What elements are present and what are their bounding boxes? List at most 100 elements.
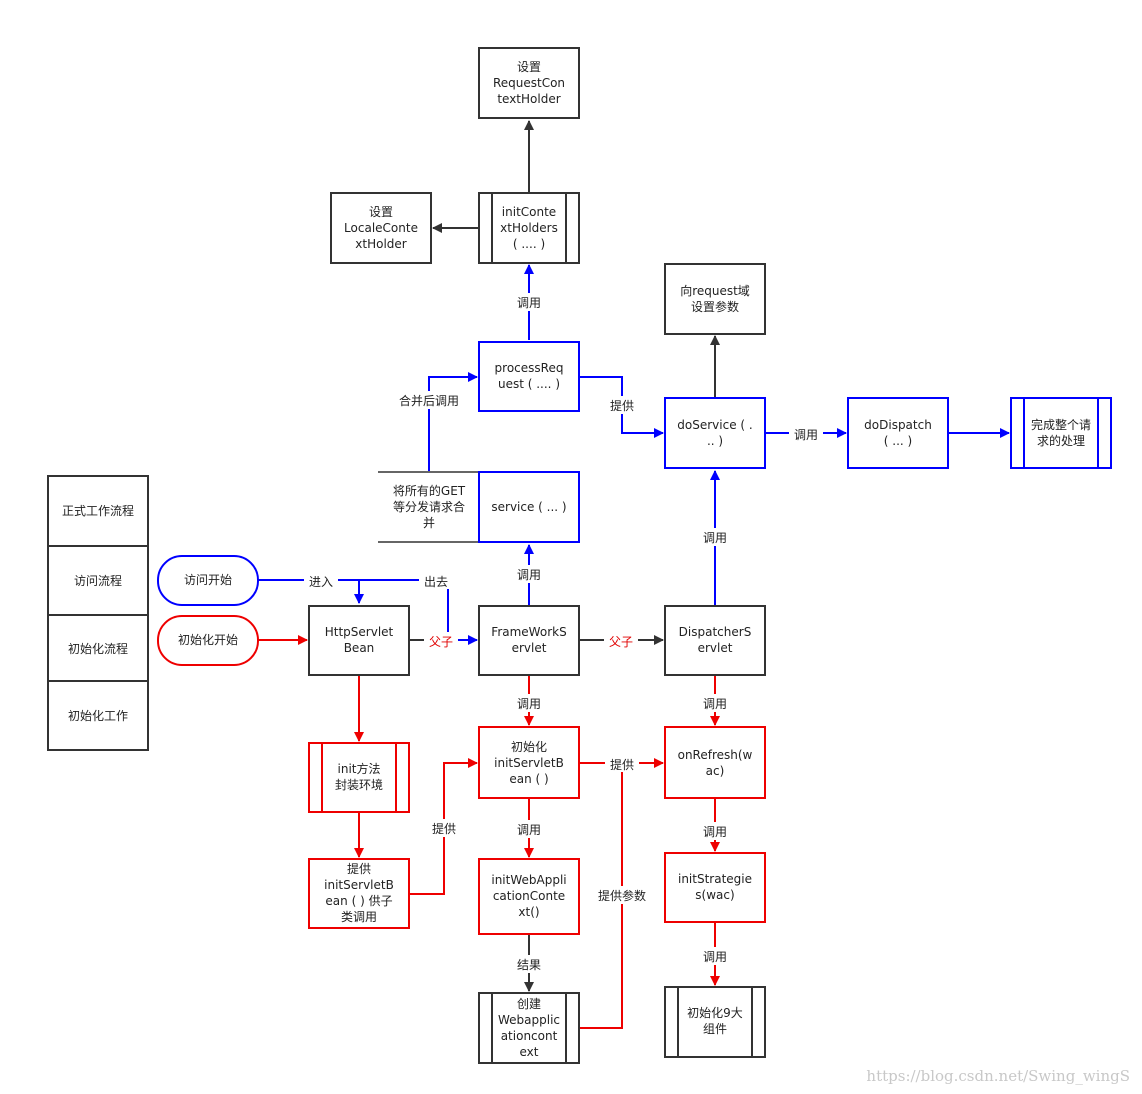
- legend-access-flow: 访问流程: [74, 573, 122, 588]
- edge-label-provide-params: 提供参数: [598, 888, 646, 903]
- init-nine-box: [664, 986, 766, 1058]
- label-line: cationConte: [493, 889, 565, 903]
- legend: [47, 475, 149, 751]
- label-line: ( .... ): [513, 237, 545, 251]
- label-line: RequestCon: [493, 76, 565, 90]
- edge-labels: 调用 合并后调用 提供 调用 调用 调用 进入 出去 父子 父子 调用 调用 提…: [304, 293, 823, 973]
- edge-label-provide-3: 提供: [610, 757, 634, 772]
- create-web-app-ctx-box: [478, 992, 580, 1064]
- visit-start-terminal: [157, 555, 259, 606]
- label-line: onRefresh(w: [678, 748, 753, 762]
- edge-label-exit: 出去: [424, 575, 448, 589]
- label-line: doDispatch: [864, 418, 932, 432]
- label-line: ervlet: [512, 641, 547, 655]
- init-context-holders-box: [478, 192, 580, 264]
- init-web-app-ctx-box: [478, 858, 580, 935]
- init-nine-text: 初始化9大组件: [687, 1006, 743, 1036]
- edge-label-call-4: 调用: [517, 568, 541, 582]
- label-line: 提供: [347, 861, 371, 876]
- do-dispatch-box: [847, 397, 949, 469]
- do-service-box: [664, 397, 766, 469]
- label-line: 向request域: [680, 283, 750, 298]
- label-line: 将所有的GET: [393, 483, 466, 498]
- provide-init-box: [308, 858, 410, 929]
- service-box: [478, 471, 580, 543]
- label-line: xt(): [518, 905, 539, 919]
- set-locale-holder-box: [330, 192, 432, 264]
- merge-note-bracket: [378, 471, 479, 543]
- label-line: 初始化开始: [178, 633, 238, 647]
- label-line: initStrategie: [678, 872, 752, 886]
- label-line: textHolder: [497, 92, 560, 106]
- label-line: ean ( ): [509, 772, 548, 786]
- do-dispatch-text: doDispatch ( ... ): [864, 418, 932, 448]
- label-line: 初始化: [511, 740, 547, 754]
- label-line: Bean: [344, 641, 375, 655]
- label-line: ( ... ): [884, 434, 912, 448]
- label-line: xtHolders: [500, 221, 558, 235]
- label-line: LocaleConte: [344, 221, 418, 235]
- edge-label-parent-1: 父子: [429, 635, 453, 649]
- label-line: DispatcherS: [679, 625, 752, 639]
- label-line: 组件: [703, 1022, 727, 1036]
- label-line: 并: [423, 516, 435, 530]
- label-line: 等分发请求合: [393, 499, 465, 514]
- edge-label-call-2: 调用: [794, 428, 818, 442]
- legend-init-work: 初始化工作: [68, 709, 128, 723]
- label-line: 访问开始: [184, 573, 232, 587]
- label-line: HttpServlet: [325, 625, 394, 639]
- label-line: 设置: [369, 205, 393, 219]
- edge-label-call-1: 调用: [517, 296, 541, 310]
- label-line: ext: [520, 1045, 539, 1059]
- label-line: initWebAppli: [491, 873, 566, 887]
- label-line: 初始化9大: [687, 1006, 743, 1020]
- dispatcher-servlet-text: DispatcherS ervlet: [679, 625, 752, 655]
- legend-formal-workflow: 正式工作流程: [62, 503, 134, 518]
- on-refresh-box: [664, 726, 766, 799]
- label-line: initServletB: [494, 756, 564, 770]
- label-line: initConte: [502, 205, 556, 219]
- set-request-holder-box: [478, 47, 580, 119]
- edge-visit-exit: [359, 579, 478, 645]
- label-line: initServletB: [324, 878, 394, 892]
- label-line: init方法: [338, 761, 381, 776]
- edge-label-parent-2: 父子: [609, 635, 633, 649]
- edge-merge-call: [428, 372, 478, 471]
- label-line: ervlet: [698, 641, 733, 655]
- http-servlet-bean-box: [308, 605, 410, 676]
- label-line: 类调用: [341, 910, 377, 924]
- init-method-text: init方法封装环境: [335, 761, 383, 792]
- label-line: uest ( .... ): [498, 377, 560, 391]
- finish-request-box: [1010, 397, 1112, 469]
- edge-label-call-5: 调用: [517, 697, 541, 711]
- set-request-attrs-text: 向request域设置参数: [680, 283, 750, 314]
- do-service-text: doService ( ... ): [677, 418, 752, 448]
- edge-label-call-3: 调用: [703, 531, 727, 545]
- edge-label-result: 结果: [517, 958, 541, 972]
- label-line: 设置参数: [691, 299, 739, 314]
- label-line: Webapplic: [498, 1013, 560, 1027]
- init-servlet-bean-text: 初始化 initServletB ean ( ): [494, 740, 564, 786]
- service-text: service ( ... ): [491, 500, 566, 514]
- edge-label-merge-call: 合并后调用: [399, 393, 459, 408]
- legend-init-flow: 初始化流程: [68, 641, 128, 656]
- finish-request-text: 完成整个请求的处理: [1031, 417, 1091, 448]
- label-line: FrameWorkS: [491, 625, 566, 639]
- edge-label-call-9: 调用: [703, 950, 727, 964]
- label-line: doService ( .: [677, 418, 752, 432]
- init-start-terminal: [157, 615, 259, 666]
- init-servlet-bean-box: [478, 726, 580, 799]
- label-line: ean ( ) 供子: [325, 894, 392, 908]
- edge-label-call-7: 调用: [517, 823, 541, 837]
- watermark: https://blog.csdn.net/Swing_wingS: [866, 1067, 1130, 1085]
- label-line: 封装环境: [335, 777, 383, 792]
